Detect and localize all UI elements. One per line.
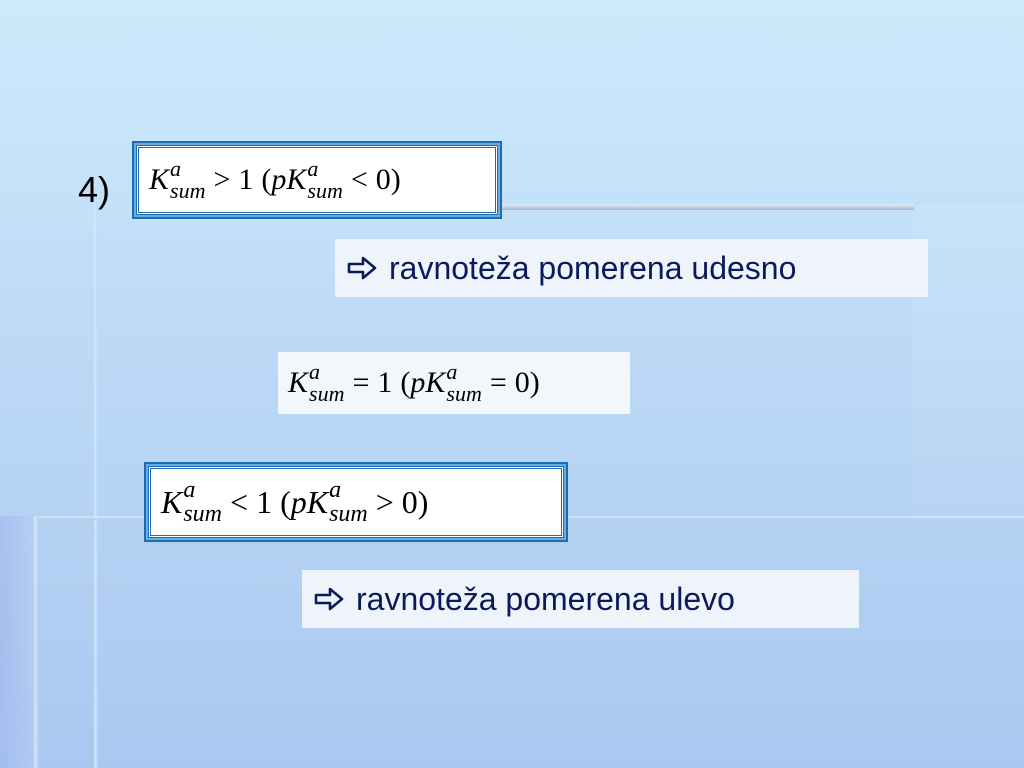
eq-superscript: a (309, 359, 321, 384)
equation-box-equal: K a sum = 1 ( p K a sum = 0 ) (278, 352, 630, 414)
eq-p: p (410, 366, 426, 399)
eq-superscript-2: a (329, 477, 342, 503)
eq-p: p (290, 483, 307, 520)
eq-superscript: a (183, 477, 196, 503)
eq-operator-2: > (375, 483, 394, 520)
eq-base-2: K (425, 366, 446, 399)
eq-paren-close: ) (390, 163, 401, 196)
result-ulevo: ravnoteža pomerena ulevo (302, 570, 859, 628)
eq-subscript: sum (309, 381, 345, 406)
eq-p: p (271, 163, 287, 196)
eq-base-2: K (286, 163, 307, 196)
eq-superscript-2: a (446, 359, 458, 384)
eq-paren-open: ( (280, 483, 291, 520)
equation-box-greater: K a sum > 1 ( p K a sum < 0 ) (136, 145, 498, 215)
eq-subscript-2: sum (329, 501, 368, 527)
eq-superscript: a (170, 156, 182, 181)
arrow-right-icon (347, 256, 377, 280)
eq-subscript: sum (183, 501, 223, 527)
eq-base: K (161, 483, 183, 520)
eq-subscript-2: sum (307, 178, 343, 203)
eq-scripts-2: a sum (446, 361, 481, 405)
eq-scripts: a sum (309, 361, 344, 405)
equation-box-less: K a sum < 1 ( p K a sum > 0 ) (148, 466, 564, 538)
result-text: ravnoteža pomerena udesno (389, 249, 797, 286)
item-number: 4) (78, 169, 111, 210)
result-text: ravnoteža pomerena ulevo (356, 580, 735, 617)
arrow-right-icon (314, 587, 344, 611)
eq-scripts-2: a sum (307, 158, 342, 202)
eq-base: K (149, 163, 170, 196)
eq-value: 1 (377, 366, 393, 399)
eq-scripts: a sum (183, 478, 222, 526)
eq-paren-open: ( (261, 163, 272, 196)
eq-operator: < (230, 483, 249, 520)
eq-value-2: 0 (514, 366, 530, 399)
decor-vertical-line-lower (34, 516, 40, 768)
eq-paren-close: ) (417, 483, 429, 520)
eq-operator-2: = (489, 366, 507, 399)
eq-operator: = (352, 366, 370, 399)
eq-value-2: 0 (401, 483, 418, 520)
eq-value: 1 (238, 163, 254, 196)
decor-panel-right (912, 205, 1024, 516)
equation-equal: K a sum = 1 ( p K a sum = 0 ) (288, 361, 540, 405)
eq-operator-2: < (350, 163, 368, 196)
result-udesno: ravnoteža pomerena udesno (335, 239, 928, 297)
eq-superscript-2: a (307, 156, 319, 181)
eq-paren-open: ( (400, 366, 411, 399)
eq-value: 1 (256, 483, 273, 520)
eq-subscript: sum (170, 178, 206, 203)
eq-base: K (288, 366, 309, 399)
decor-panel-left (0, 516, 36, 768)
eq-scripts-2: a sum (329, 478, 368, 526)
eq-scripts: a sum (170, 158, 205, 202)
eq-base-2: K (306, 483, 329, 520)
eq-value-2: 0 (375, 163, 391, 196)
equation-greater: K a sum > 1 ( p K a sum < 0 ) (149, 158, 401, 202)
eq-paren-close: ) (529, 366, 540, 399)
equation-less: K a sum < 1 ( p K a sum > 0 ) (161, 478, 428, 526)
decor-vertical-line (94, 205, 98, 768)
eq-operator: > (213, 163, 231, 196)
decor-horizontal-line (500, 204, 914, 210)
eq-subscript-2: sum (446, 381, 482, 406)
